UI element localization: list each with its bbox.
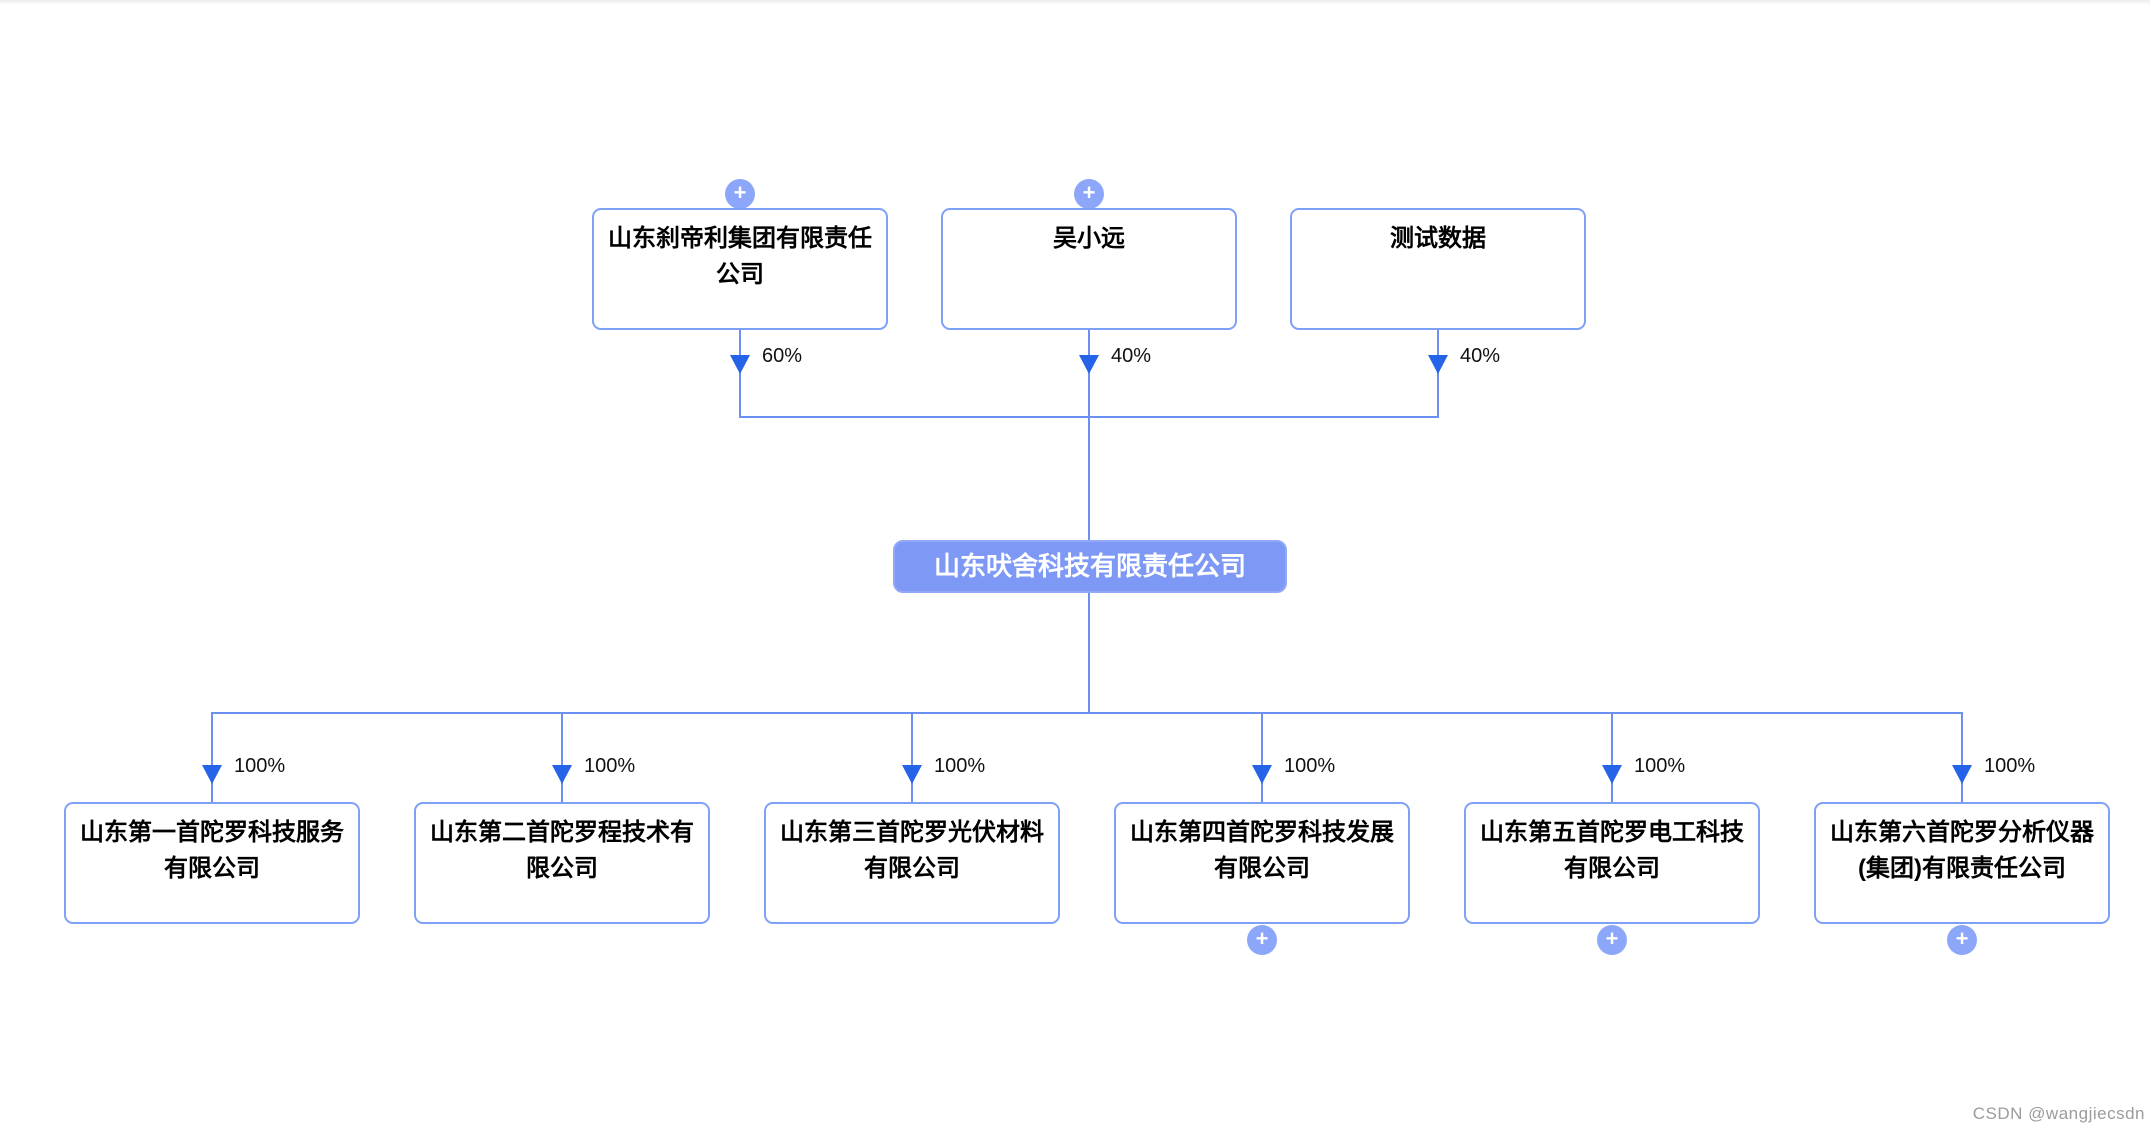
connector-line bbox=[739, 330, 741, 418]
connector-line bbox=[211, 714, 213, 802]
parent-node-1[interactable]: 山东刹帝利集团有限责任公司 bbox=[592, 208, 888, 330]
connector-line bbox=[1261, 714, 1263, 802]
connector-line bbox=[1088, 418, 1090, 540]
arrow-down-icon bbox=[902, 765, 922, 784]
ownership-percent: 100% bbox=[584, 755, 636, 777]
add-icon[interactable]: + bbox=[1597, 925, 1627, 955]
ownership-percent: 100% bbox=[934, 755, 986, 777]
arrow-down-icon bbox=[730, 355, 750, 374]
child-node-1[interactable]: 山东第一首陀罗科技服务有限公司 bbox=[64, 802, 360, 924]
parent-node-3[interactable]: 测试数据 bbox=[1290, 208, 1586, 330]
child-node-4[interactable]: 山东第四首陀罗科技发展有限公司 bbox=[1114, 802, 1410, 924]
arrow-down-icon bbox=[1602, 765, 1622, 784]
add-icon[interactable]: + bbox=[1947, 925, 1977, 955]
ownership-percent: 100% bbox=[234, 755, 286, 777]
ownership-percent: 100% bbox=[1284, 755, 1336, 777]
connector-line bbox=[739, 416, 1439, 418]
add-icon[interactable]: + bbox=[725, 179, 755, 209]
ownership-percent: 100% bbox=[1984, 755, 2036, 777]
root-company-node[interactable]: 山东吠舍科技有限责任公司 bbox=[893, 540, 1287, 593]
add-icon[interactable]: + bbox=[1247, 925, 1277, 955]
arrow-down-icon bbox=[552, 765, 572, 784]
connector-line bbox=[211, 712, 1963, 714]
ownership-percent: 40% bbox=[1111, 345, 1152, 367]
arrow-down-icon bbox=[1252, 765, 1272, 784]
ownership-percent: 60% bbox=[762, 345, 803, 367]
child-node-6[interactable]: 山东第六首陀罗分析仪器(集团)有限责任公司 bbox=[1814, 802, 2110, 924]
connector-line bbox=[1611, 714, 1613, 802]
csdn-watermark: CSDN @wangjiecsdn bbox=[1972, 1104, 2145, 1123]
arrow-down-icon bbox=[202, 765, 222, 784]
connector-line bbox=[1088, 593, 1090, 713]
connector-line bbox=[561, 714, 563, 802]
connector-line bbox=[911, 714, 913, 802]
page-top-edge bbox=[0, 0, 2150, 5]
parent-node-2[interactable]: 吴小远 bbox=[941, 208, 1237, 330]
child-node-2[interactable]: 山东第二首陀罗程技术有限公司 bbox=[414, 802, 710, 924]
connector-line bbox=[1961, 714, 1963, 802]
connector-line bbox=[1437, 330, 1439, 418]
arrow-down-icon bbox=[1079, 355, 1099, 374]
add-icon[interactable]: + bbox=[1074, 179, 1104, 209]
ownership-percent: 40% bbox=[1460, 345, 1501, 367]
arrow-down-icon bbox=[1428, 355, 1448, 374]
child-node-5[interactable]: 山东第五首陀罗电工科技有限公司 bbox=[1464, 802, 1760, 924]
ownership-percent: 100% bbox=[1634, 755, 1686, 777]
child-node-3[interactable]: 山东第三首陀罗光伏材料有限公司 bbox=[764, 802, 1060, 924]
arrow-down-icon bbox=[1952, 765, 1972, 784]
connector-line bbox=[1088, 330, 1090, 418]
